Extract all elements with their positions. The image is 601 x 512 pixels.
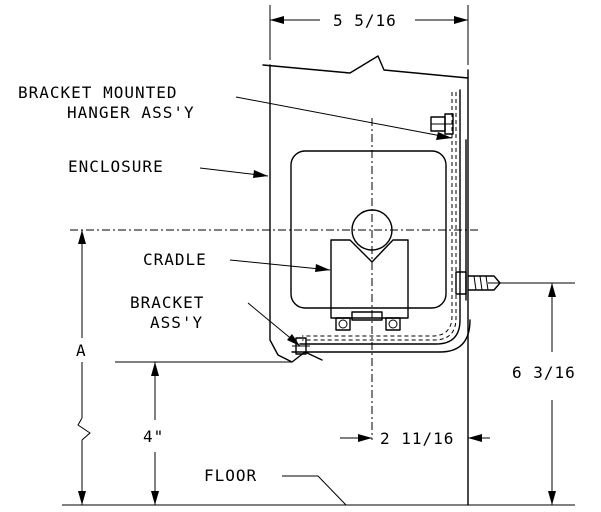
- dimension-inner-width: [340, 434, 490, 442]
- dimension-four-inch: [115, 361, 292, 505]
- bracket-bolt: [292, 337, 310, 355]
- bracket-label-line2: ASS'Y: [150, 313, 203, 332]
- dimension-a-label: A: [76, 341, 87, 360]
- bracket-mounted-label-line1: BRACKET MOUNTED: [18, 83, 178, 102]
- enclosure-body: [262, 55, 469, 506]
- hanger-bracket: [291, 89, 471, 353]
- centerlines: [70, 118, 478, 440]
- hex-bolt: [430, 113, 454, 135]
- dimension-inner-width-label: 2 11/16: [380, 429, 454, 448]
- cradle-label: CRADLE: [143, 250, 207, 269]
- enclosure-label: ENCLOSURE: [68, 157, 164, 176]
- floor-label: FLOOR: [204, 466, 257, 485]
- bracket-mounted-label-line2: HANGER ASS'Y: [67, 103, 195, 122]
- dimension-right-height: [488, 282, 575, 505]
- cradle: [330, 209, 409, 331]
- dimension-top-width: [269, 5, 469, 65]
- dimension-right-height-label: 6 3/16: [512, 363, 576, 382]
- dimension-a: [77, 230, 91, 505]
- dimension-four-inch-label: 4": [143, 427, 164, 446]
- dimension-top-width-label: 5 5/16: [333, 11, 397, 30]
- leader-lines: [199, 96, 453, 506]
- bracket-label-line1: BRACKET: [130, 293, 204, 312]
